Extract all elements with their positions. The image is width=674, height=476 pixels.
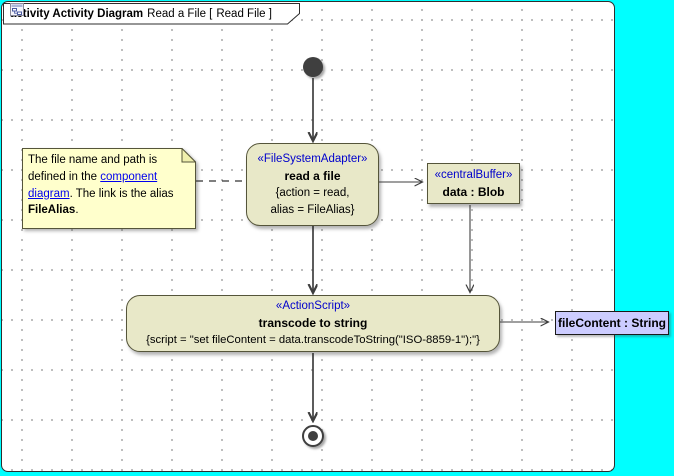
transcode-spec: {script = "set fileContent = data.transc… bbox=[146, 334, 480, 346]
component-diagram-link[interactable]: component diagram bbox=[28, 170, 158, 200]
comment-note[interactable]: The file name and path is defined in the… bbox=[22, 148, 196, 229]
read-file-stereotype: «FileSystemAdapter» bbox=[257, 152, 368, 165]
frame-name: Read File ] bbox=[216, 7, 272, 20]
note-text-middle: . The link is the alias bbox=[69, 187, 174, 200]
object-node-filecontent[interactable]: fileContent : String bbox=[555, 311, 669, 335]
activity-diagram-icon bbox=[10, 3, 24, 16]
transcode-name: transcode to string bbox=[258, 316, 368, 330]
read-file-spec-line1: {action = read, bbox=[275, 186, 350, 199]
action-transcode-to-string[interactable]: «ActionScript» transcode to string {scri… bbox=[126, 295, 500, 352]
read-file-spec-line2: alias = FileAlias} bbox=[270, 203, 355, 216]
frame-diagram-name: Read a File [ bbox=[147, 7, 213, 20]
note-text-start: The file name and path is defined in the bbox=[28, 154, 158, 183]
central-buffer-stereotype: «centralBuffer» bbox=[434, 168, 513, 181]
note-text: The file name and path is defined in the… bbox=[28, 152, 186, 219]
action-read-a-file[interactable]: «FileSystemAdapter» read a file {action … bbox=[246, 143, 379, 226]
read-file-name: read a file bbox=[284, 168, 341, 183]
activity-final-dot bbox=[308, 431, 318, 441]
frame-header-shape bbox=[3, 3, 300, 25]
activity-frame bbox=[1, 1, 615, 472]
frame-keyword: activity Activity Diagram bbox=[10, 7, 144, 20]
initial-node[interactable] bbox=[303, 57, 323, 77]
filecontent-label: fileContent : String bbox=[558, 316, 666, 330]
note-shape bbox=[22, 148, 196, 229]
transcode-stereotype: «ActionScript» bbox=[275, 300, 351, 312]
central-buffer-node[interactable]: «centralBuffer» data : Blob bbox=[427, 163, 520, 204]
note-alias-name: FileAlias bbox=[28, 204, 76, 217]
activity-final-node[interactable] bbox=[302, 425, 324, 447]
central-buffer-name: data : Blob bbox=[442, 184, 505, 199]
note-text-end: . bbox=[75, 204, 79, 217]
frame-header: activity Activity Diagram Read a File [ … bbox=[3, 3, 301, 25]
